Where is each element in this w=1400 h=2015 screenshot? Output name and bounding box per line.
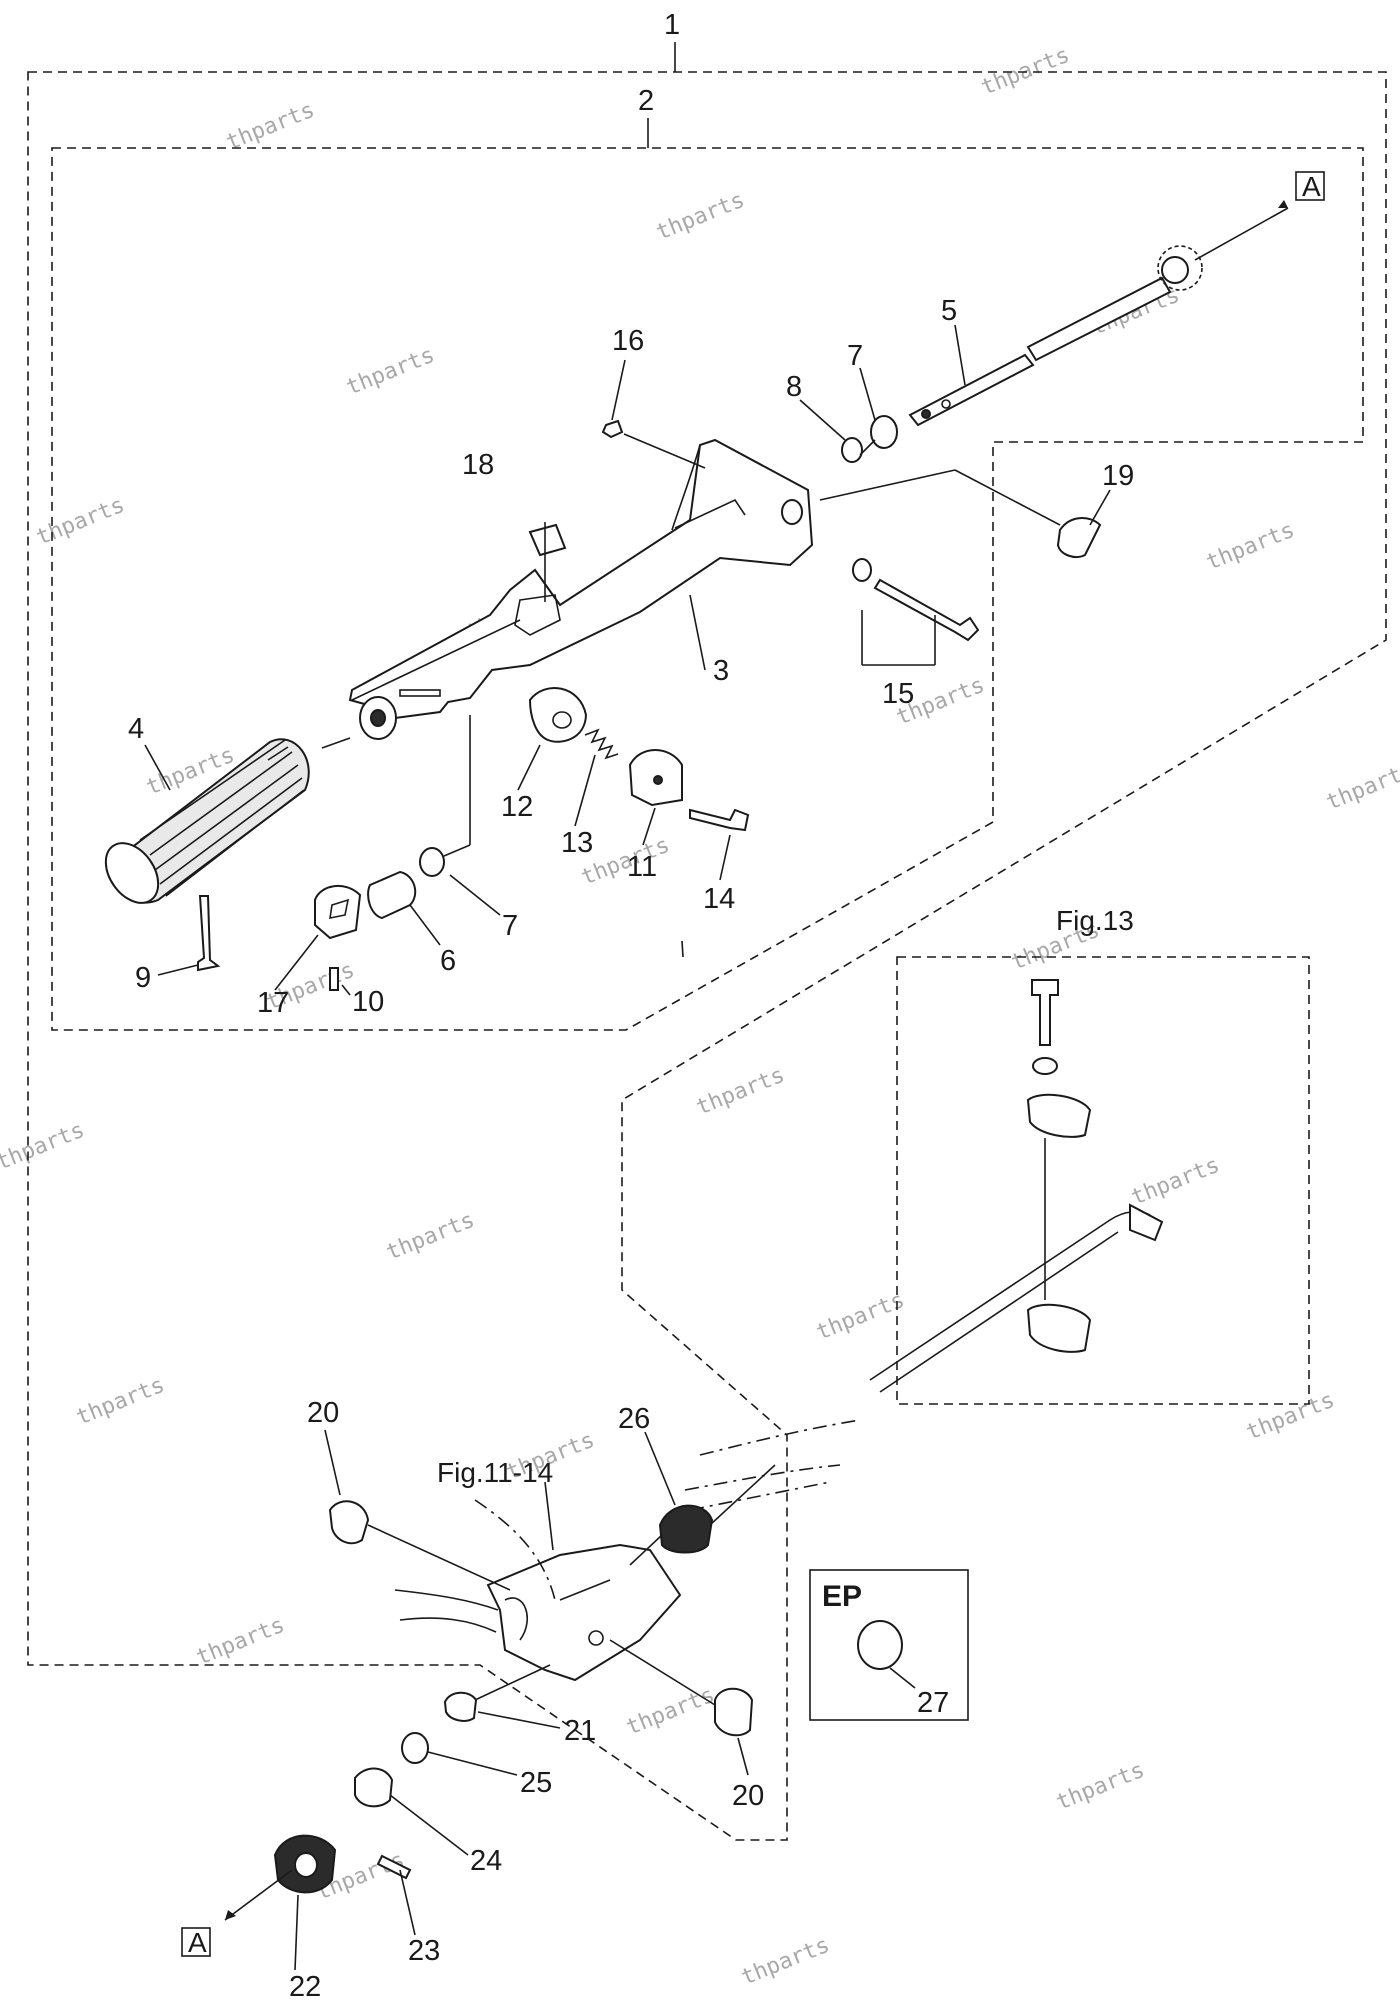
tiller-body xyxy=(348,438,814,722)
tiller-handle xyxy=(104,200,1289,991)
callout-numbers: 1 2 3 4 5 6 7 7 8 9 10 11 12 13 14 15 16… xyxy=(128,9,1134,2003)
callout-6: 6 xyxy=(440,945,456,977)
callout-3: 3 xyxy=(713,655,729,687)
handle-grip xyxy=(104,738,310,904)
ep-label: EP xyxy=(822,1580,862,1613)
boundary-fig13 xyxy=(896,956,1310,1405)
callout-1: 1 xyxy=(664,9,680,41)
lever-12 xyxy=(528,687,588,743)
nut-16 xyxy=(601,419,624,439)
watermark: thparts xyxy=(738,1933,833,1991)
callout-22: 22 xyxy=(289,1971,321,2003)
callout-8: 8 xyxy=(786,371,802,403)
watermark: thparts xyxy=(343,343,438,401)
leader-lines xyxy=(544,42,684,1551)
pad-18 xyxy=(528,523,567,557)
callout-7-upper: 7 xyxy=(847,340,863,372)
bushing-21 xyxy=(443,1691,478,1722)
watermark: thparts xyxy=(1203,518,1298,576)
watermark: thparts xyxy=(1128,1153,1223,1211)
watermark: thparts xyxy=(653,188,748,246)
callout-18: 18 xyxy=(462,449,494,481)
callout-26: 26 xyxy=(618,1403,650,1435)
ref-box-label: A xyxy=(1302,171,1321,202)
watermark: thparts xyxy=(693,1063,788,1121)
cam-17 xyxy=(314,885,362,940)
callout-12: 12 xyxy=(501,791,533,823)
watermark: thparts xyxy=(223,98,318,156)
callout-20-left: 20 xyxy=(307,1397,339,1429)
watermark: thparts xyxy=(1053,1758,1148,1816)
callout-24: 24 xyxy=(470,1845,502,1877)
callout-7-lower: 7 xyxy=(502,910,518,942)
callout-19: 19 xyxy=(1102,460,1134,492)
callout-23: 23 xyxy=(408,1935,440,1967)
callout-27: 27 xyxy=(917,1687,949,1719)
watermark: thparts xyxy=(73,1373,168,1431)
callout-13: 13 xyxy=(561,827,593,859)
pin-23 xyxy=(376,1854,412,1880)
callout-20-right: 20 xyxy=(732,1780,764,1812)
washer-25 xyxy=(401,1732,429,1764)
screw-9 xyxy=(197,895,221,972)
washer-8 xyxy=(841,437,863,463)
bolt-14 xyxy=(689,808,750,832)
watermark: thparts xyxy=(383,1208,478,1266)
callout-15: 15 xyxy=(882,678,914,710)
watermark: thparts xyxy=(0,1118,88,1176)
callout-5: 5 xyxy=(941,295,957,327)
callout-4: 4 xyxy=(128,713,144,745)
grommet-26 xyxy=(658,1504,714,1554)
watermark: thparts xyxy=(1323,758,1400,816)
watermark: thparts xyxy=(33,493,128,551)
bushing-7 xyxy=(870,415,898,449)
bushing-20a xyxy=(328,1500,370,1545)
assembly-boundaries xyxy=(27,71,1387,1841)
watermark: thparts xyxy=(1243,1388,1338,1446)
callout-9: 9 xyxy=(135,962,151,994)
spring-13 xyxy=(584,728,619,760)
fig11-14-reference: Fig.11-14 xyxy=(437,1457,553,1488)
bushing-7b xyxy=(419,847,445,877)
throttle-shaft xyxy=(908,245,1203,427)
cap-27 xyxy=(857,1620,903,1670)
lower-assembly xyxy=(224,979,1164,1921)
callout-16: 16 xyxy=(612,325,644,357)
watermark: thparts xyxy=(623,1683,718,1741)
link-rod xyxy=(869,1210,1151,1381)
callout-11: 11 xyxy=(627,851,657,883)
bolt-15 xyxy=(873,578,980,642)
pin-10 xyxy=(329,967,339,991)
collar-24 xyxy=(354,1767,394,1808)
ref-box-bottom: A xyxy=(181,1927,211,1958)
bracket xyxy=(486,1543,682,1682)
callout-2: 2 xyxy=(638,85,654,117)
watermark: thparts xyxy=(813,1288,908,1346)
callout-10: 10 xyxy=(352,986,384,1018)
callout-25: 25 xyxy=(520,1767,552,1799)
watermark-layer: thparts thparts thparts thparts thparts … xyxy=(0,43,1400,1991)
ep-box xyxy=(809,1569,969,1721)
callout-17: 17 xyxy=(257,987,289,1019)
ref-box-top: A xyxy=(1295,171,1325,202)
bushing-20b xyxy=(714,1687,754,1737)
callout-leaders xyxy=(144,324,1111,1971)
washer-15 xyxy=(852,558,872,582)
sleeve-6 xyxy=(367,870,417,920)
fig13-reference: Fig.13 xyxy=(1056,905,1134,936)
callout-21: 21 xyxy=(564,1715,596,1747)
boundary-assembly-2 xyxy=(51,147,1364,1031)
ref-box-label: A xyxy=(188,1927,207,1958)
boundary-assembly-1 xyxy=(27,71,1387,1841)
callout-14: 14 xyxy=(703,883,735,915)
watermark: thparts xyxy=(193,1613,288,1671)
knob-19 xyxy=(1056,517,1102,558)
